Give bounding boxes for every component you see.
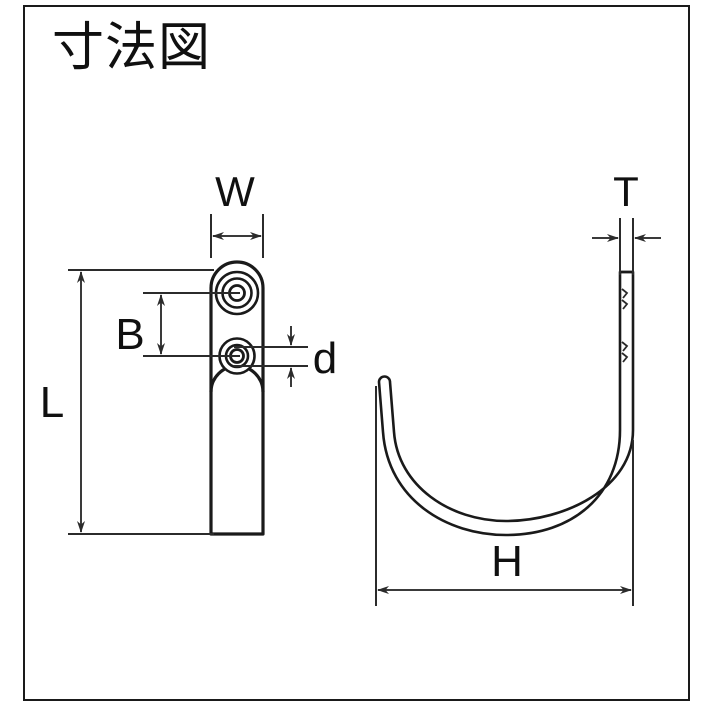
dimension-L-label: L — [40, 378, 64, 427]
mounting-plate-outline — [209, 260, 265, 536]
countersink-tick-marks — [621, 288, 629, 363]
drawing-frame-border — [23, 5, 690, 701]
dimension-W: W — [210, 168, 264, 258]
dimension-W-label: W — [215, 168, 255, 215]
side-view-group: T H — [375, 168, 661, 606]
hook-profile-outline — [377, 270, 635, 537]
dimension-L: L — [40, 269, 214, 535]
dimension-d-label: d — [313, 334, 337, 383]
dimension-T: T — [592, 168, 661, 275]
dimension-T-label: T — [613, 168, 639, 215]
front-view-group: W L B d — [40, 168, 337, 536]
dimension-d: d — [234, 326, 337, 387]
dimension-H-label: H — [491, 537, 523, 586]
dimension-B: B — [115, 292, 240, 359]
dimension-H: H — [375, 386, 634, 606]
dimension-B-label: B — [115, 310, 144, 359]
page-title: 寸法図 — [52, 18, 212, 78]
